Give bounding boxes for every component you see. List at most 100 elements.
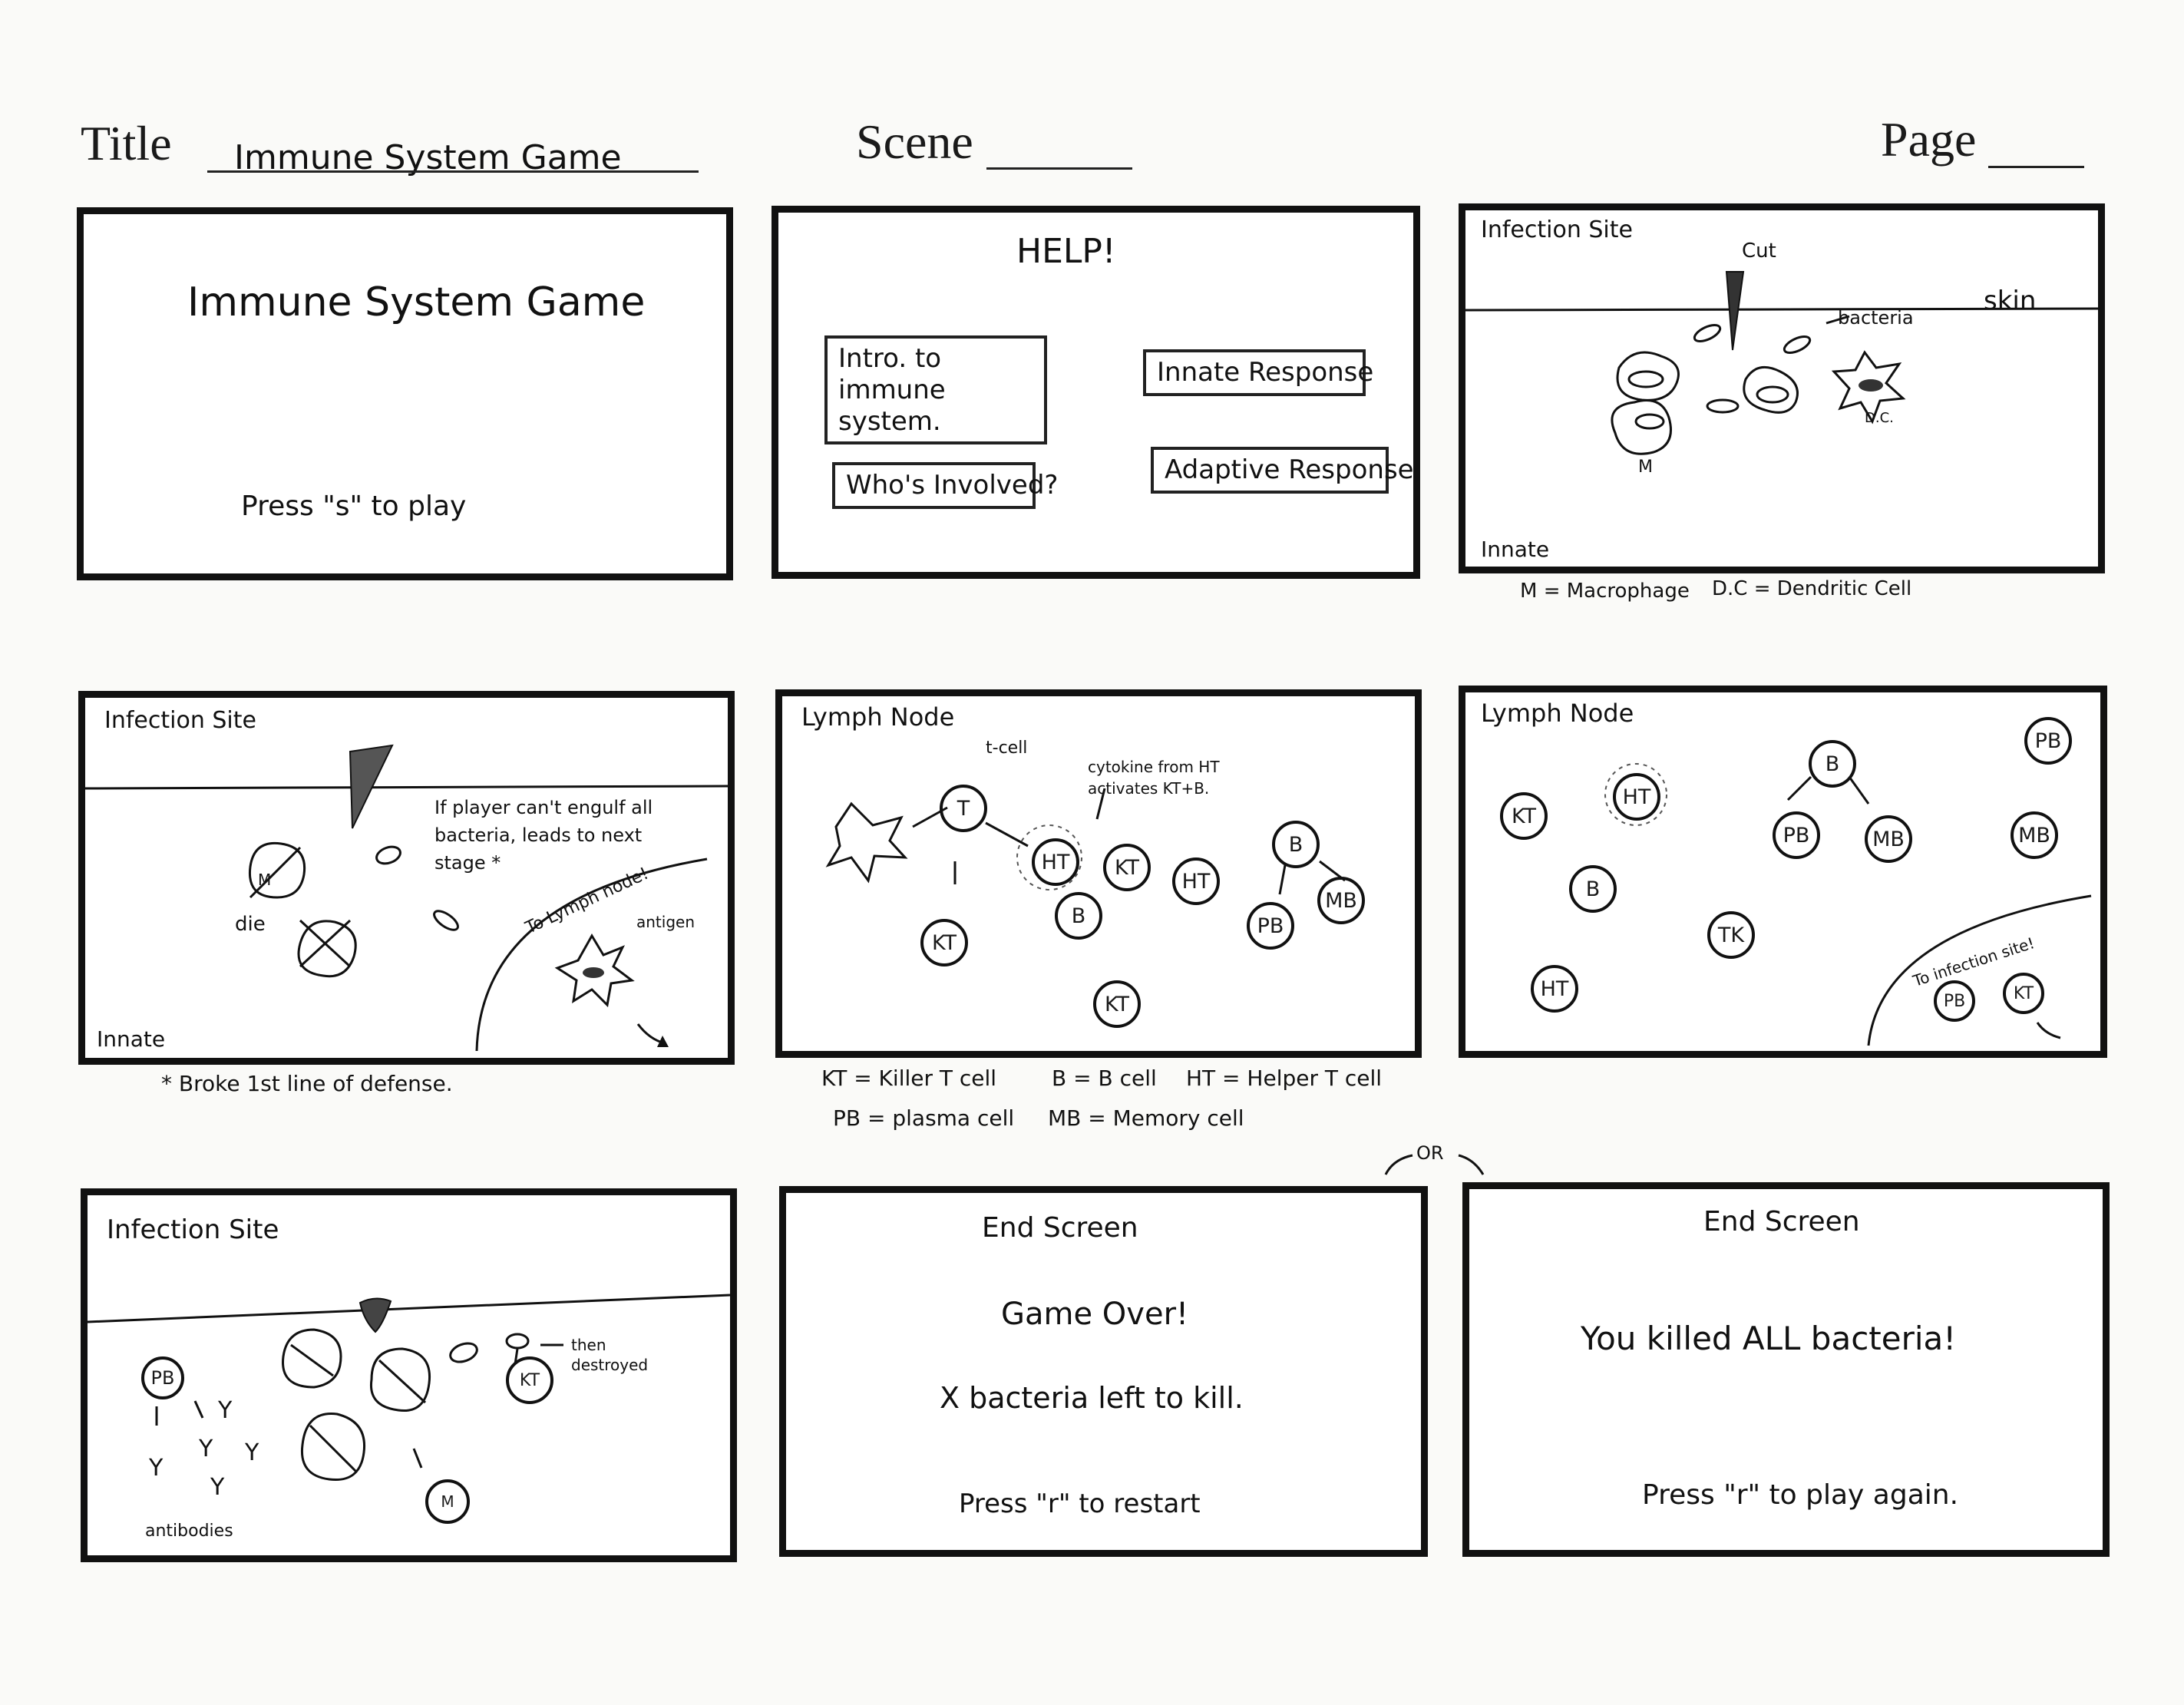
b-cell: B <box>1055 892 1102 940</box>
antigen-label: antigen <box>636 913 696 931</box>
memory-cell: MB <box>1317 877 1365 924</box>
end-screen-title: End Screen <box>982 1212 1138 1244</box>
adaptive-response-button[interactable]: Adaptive Response <box>1151 447 1414 494</box>
panel-end-screen-win: End Screen You killed ALL bacteria! Pres… <box>1462 1182 2110 1557</box>
legend-plasma: PB = plasma cell <box>833 1105 1015 1131</box>
page-label: Page <box>1881 112 1977 167</box>
dendritic-cell <box>825 801 908 884</box>
plasma-cell: PB <box>1773 811 1820 859</box>
location-label: Lymph Node <box>801 702 955 732</box>
memory-cell: MB <box>2011 811 2058 859</box>
antibodies-label: antibodies <box>145 1522 233 1541</box>
m-label: M <box>1638 458 1653 477</box>
intro-button[interactable]: Intro. to immune system. <box>824 335 1047 445</box>
tcell-label: t-cell <box>986 739 1028 758</box>
panel-help: HELP! Intro. to immune system. Innate Re… <box>772 206 1420 579</box>
phase-label: Innate <box>97 1026 166 1052</box>
bacteria-left-text: X bacteria left to kill. <box>940 1381 1244 1415</box>
dendritic-cell-antigen <box>554 933 635 1008</box>
killer-t-cell: TK <box>1707 911 1755 959</box>
phase-label: Innate <box>1481 537 1550 562</box>
t-cell: T <box>940 785 987 832</box>
memory-cell: MB <box>1865 815 1912 863</box>
svg-text:Y: Y <box>148 1455 164 1482</box>
dc-label: D.C. <box>1865 410 1894 426</box>
location-label: Infection Site <box>1481 216 1633 243</box>
cytokine-note: cytokine from HT activates KT+B. <box>1088 758 1220 798</box>
panel-infection-site-2: Infection Site If player can't engulf al… <box>78 691 735 1065</box>
title-label: Title <box>81 116 172 170</box>
dendritic-cell-shape <box>1831 350 1906 425</box>
skin-label: skin <box>1984 286 2037 316</box>
panel-lymph-node-1: Lymph Node t-cell cytokine from HT activ… <box>775 689 1422 1058</box>
end-screen-title: End Screen <box>1703 1206 1860 1237</box>
breach-scene-drawing <box>85 744 728 1052</box>
killer-t-cell: KT <box>506 1356 553 1404</box>
svg-text:Y: Y <box>198 1436 213 1462</box>
scene-label: Scene <box>856 114 973 169</box>
location-label: Lymph Node <box>1481 699 1634 728</box>
killer-t-cell: KT <box>1103 844 1151 891</box>
engulf-note: If player can't engulf all bacteria, lea… <box>434 797 653 874</box>
killer-t-cell: KT <box>1093 980 1141 1028</box>
bacteria-label: bacteria <box>1838 307 1914 329</box>
restart-prompt[interactable]: Press "r" to restart <box>959 1489 1201 1519</box>
play-prompt[interactable]: Press "s" to play <box>241 491 467 522</box>
b-cell: B <box>1569 865 1617 913</box>
killer-t-cell: KT <box>920 919 968 966</box>
helper-t-cell: HT <box>1032 838 1079 886</box>
killer-t-cell: KT <box>2003 973 2044 1014</box>
plasma-cell: PB <box>141 1356 184 1399</box>
plasma-cell: PB <box>1934 980 1975 1022</box>
plasma-cell: PB <box>1247 902 1294 950</box>
b-cell: B <box>1272 821 1320 868</box>
or-brackets <box>1384 1154 1485 1175</box>
adaptive-scene-drawing: Y Y Y Y Y <box>88 1294 730 1501</box>
scene-blank <box>986 167 1132 170</box>
cut-label: Cut <box>1742 240 1776 263</box>
cut-wound <box>1725 271 1745 351</box>
differentiation-drawing <box>1604 763 2092 1046</box>
lymph-vessel-curve <box>475 857 708 1052</box>
plasma-cell: PB <box>2024 717 2072 765</box>
game-over-text: Game Over! <box>1001 1297 1189 1332</box>
location-label: Infection Site <box>107 1214 279 1245</box>
legend-b-cell: B = B cell <box>1052 1066 1157 1091</box>
location-label: Infection Site <box>104 707 256 734</box>
svg-text:Y: Y <box>244 1439 259 1466</box>
macrophage-shape <box>1616 351 1680 401</box>
panel-lymph-node-2: Lymph Node B PB PB MB MB KT HT B TK HT P… <box>1459 686 2107 1058</box>
innate-response-button[interactable]: Innate Response <box>1143 349 1373 396</box>
panel-end-screen-lose: End Screen Game Over! X bacteria left to… <box>779 1186 1428 1557</box>
killer-t-cell: KT <box>1500 792 1548 840</box>
whos-involved-button[interactable]: Who's Involved? <box>832 462 1058 509</box>
svg-text:Y: Y <box>210 1474 225 1501</box>
helper-t-cell: HT <box>1172 857 1220 905</box>
legend-macrophage: M = Macrophage <box>1520 580 1690 603</box>
page-blank <box>1988 166 2084 168</box>
b-cell: B <box>1809 740 1856 788</box>
legend-dendritic: D.C = Dendritic Cell <box>1712 577 1912 600</box>
cut-wound <box>349 744 394 829</box>
panel-infection-site-3: Y Y Y Y Y Infection Site PB M KT then de… <box>81 1188 737 1562</box>
lymph-vessel-curve <box>1867 894 2092 1046</box>
svg-text:Y: Y <box>217 1397 233 1424</box>
infection-scene-drawing <box>1465 271 2098 455</box>
play-again-prompt[interactable]: Press "r" to play again. <box>1642 1479 1959 1511</box>
win-text: You killed ALL bacteria! <box>1581 1320 1957 1357</box>
panel-title-screen: Immune System Game Press "s" to play <box>77 207 733 580</box>
legend-killer-t: KT = Killer T cell <box>821 1066 997 1091</box>
helper-t-cell: HT <box>1613 773 1660 821</box>
helper-t-cell: HT <box>1531 965 1578 1013</box>
legend-memory: MB = Memory cell <box>1048 1105 1244 1131</box>
die-label: die <box>235 913 266 936</box>
macrophage: M <box>425 1479 470 1524</box>
or-label: OR <box>1416 1142 1444 1164</box>
destroyed-label: then destroyed <box>571 1336 649 1374</box>
help-title: HELP! <box>1016 232 1116 271</box>
macrophage-2 <box>1611 399 1672 455</box>
title-underline <box>207 170 699 173</box>
cut-wound <box>358 1297 392 1333</box>
game-title: Immune System Game <box>187 279 646 325</box>
legend-helper-t: HT = Helper T cell <box>1186 1066 1383 1091</box>
